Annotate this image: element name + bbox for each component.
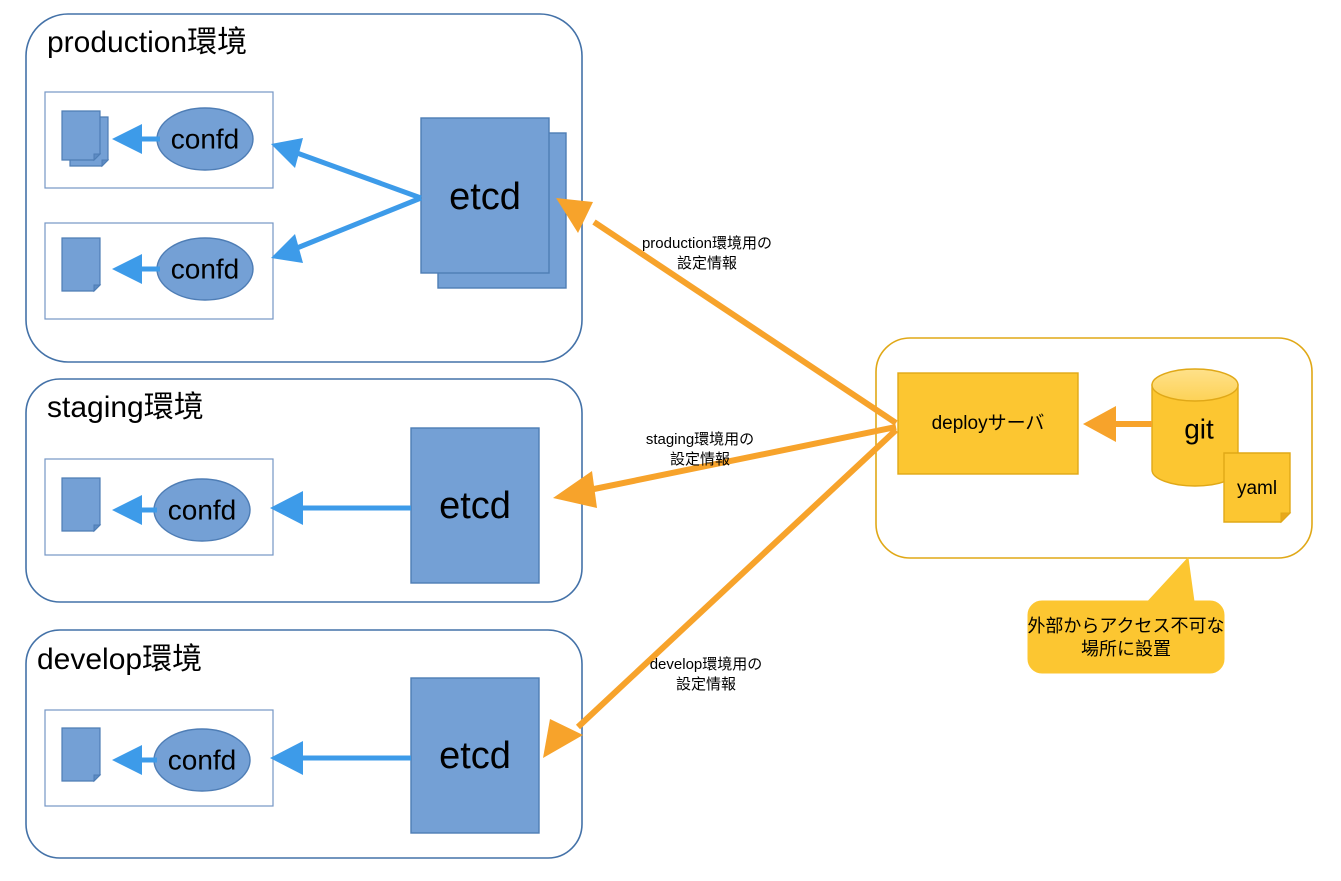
environment-develop: develop環境 confd etcd bbox=[25, 629, 583, 859]
arrow-deploy-to-develop-etcd bbox=[543, 427, 899, 758]
production-document-1-front-fold bbox=[93, 153, 102, 162]
edge-label-staging-config-line2: 設定情報 bbox=[670, 451, 730, 468]
production-document-1-back-fold bbox=[101, 159, 110, 168]
arrow-production-etcd-to-confd2 bbox=[271, 195, 422, 263]
edge-label-develop-config-line1: develop環境用の bbox=[650, 655, 763, 673]
edge-label-production-config-line1: production環境用の bbox=[642, 234, 772, 252]
callout-secure-location: 外部からアクセス不可な 場所に設置 bbox=[1027, 556, 1225, 674]
deploy-zone: deployサーバ git yaml bbox=[875, 337, 1313, 559]
staging-document-1-fold bbox=[93, 524, 102, 533]
staging-etcd-label: etcd bbox=[439, 485, 511, 527]
yaml-note-fold bbox=[1280, 512, 1292, 524]
callout-bubble bbox=[1027, 600, 1225, 674]
production-document-2 bbox=[61, 237, 101, 292]
arrow-develop-etcd-to-confd bbox=[270, 741, 411, 775]
production-document-1-front bbox=[61, 110, 101, 161]
edge-label-staging-config-line1: staging環境用の bbox=[646, 430, 754, 448]
git-repository[interactable]: git bbox=[1151, 368, 1239, 487]
production-document-2-fold bbox=[93, 284, 102, 293]
staging-etcd-box[interactable] bbox=[410, 427, 540, 584]
yaml-file[interactable]: yaml bbox=[1223, 452, 1292, 524]
arrow-develop-confd1-to-doc bbox=[112, 745, 157, 775]
arrow-production-etcd-to-confd1 bbox=[271, 138, 422, 201]
edge-label-develop-config: develop環境用の 設定情報 bbox=[650, 655, 763, 693]
arrow-deploy-to-production-etcd bbox=[556, 198, 898, 426]
production-confd-1-label: confd bbox=[171, 123, 240, 154]
environment-develop-title: develop環境 bbox=[37, 643, 202, 676]
develop-confd-1-label: confd bbox=[168, 744, 237, 775]
develop-etcd-label: etcd bbox=[439, 735, 511, 777]
arrow-production-confd2-to-doc bbox=[112, 254, 160, 284]
deploy-server-label: deployサーバ bbox=[932, 413, 1045, 434]
edge-label-production-config: production環境用の 設定情報 bbox=[642, 234, 772, 272]
arrow-production-confd1-to-doc bbox=[112, 124, 160, 154]
develop-document-1-fold bbox=[93, 774, 102, 783]
edge-label-develop-config-line2: 設定情報 bbox=[676, 676, 736, 693]
staging-confd-1-label: confd bbox=[168, 494, 237, 525]
environment-production: production環境 confd confd bbox=[25, 13, 583, 363]
git-label: git bbox=[1184, 413, 1214, 444]
production-etcd-label: etcd bbox=[449, 176, 521, 218]
production-confd-2-label: confd bbox=[171, 253, 240, 284]
arrow-git-to-deploy-server bbox=[1083, 406, 1152, 442]
yaml-label: yaml bbox=[1237, 478, 1277, 499]
callout-line-2: 場所に設置 bbox=[1081, 639, 1171, 659]
environment-staging: staging環境 confd etcd bbox=[25, 378, 583, 603]
config-distribution-arrows: production環境用の 設定情報 staging環境用の 設定情報 dev… bbox=[543, 198, 899, 758]
edge-label-staging-config: staging環境用の 設定情報 bbox=[646, 430, 754, 468]
arrow-staging-confd1-to-doc bbox=[112, 495, 157, 525]
edge-label-production-config-line2: 設定情報 bbox=[677, 255, 737, 272]
arrow-deploy-to-staging-etcd bbox=[553, 424, 897, 508]
arrow-staging-etcd-to-confd bbox=[270, 491, 411, 525]
develop-document-1 bbox=[61, 727, 101, 782]
staging-document-1 bbox=[61, 477, 101, 532]
git-cylinder-top bbox=[1151, 368, 1239, 402]
deploy-server-box[interactable] bbox=[897, 372, 1079, 475]
environment-production-title: production環境 bbox=[47, 26, 247, 59]
callout-line-1: 外部からアクセス不可な bbox=[1027, 616, 1224, 636]
environment-staging-title: staging環境 bbox=[47, 391, 204, 424]
